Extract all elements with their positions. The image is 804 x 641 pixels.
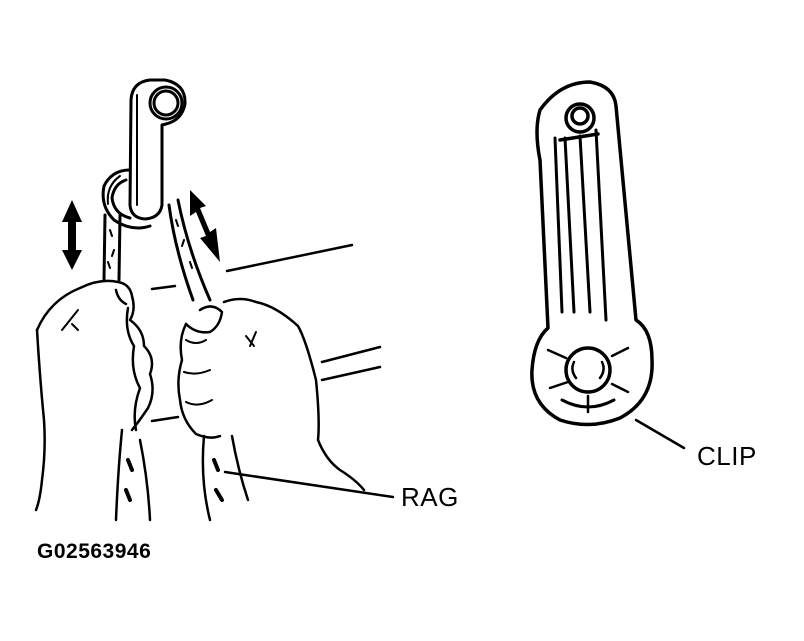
double-arrow-left-icon [62,200,82,270]
right-hand [177,297,366,522]
left-hand [34,279,154,522]
door-panel-lines [150,243,382,423]
clip-leader-line [634,418,686,450]
rag-leader-line [223,470,395,499]
rag-strands [102,198,212,302]
callout-clip-label: CLIP [697,441,757,471]
figure-id: G02563946 [37,540,152,563]
crank-handle-right [530,80,654,427]
crank-handle-left [101,78,187,230]
callout-rag-label: RAG [401,482,459,512]
double-arrow-right-icon [190,190,220,262]
